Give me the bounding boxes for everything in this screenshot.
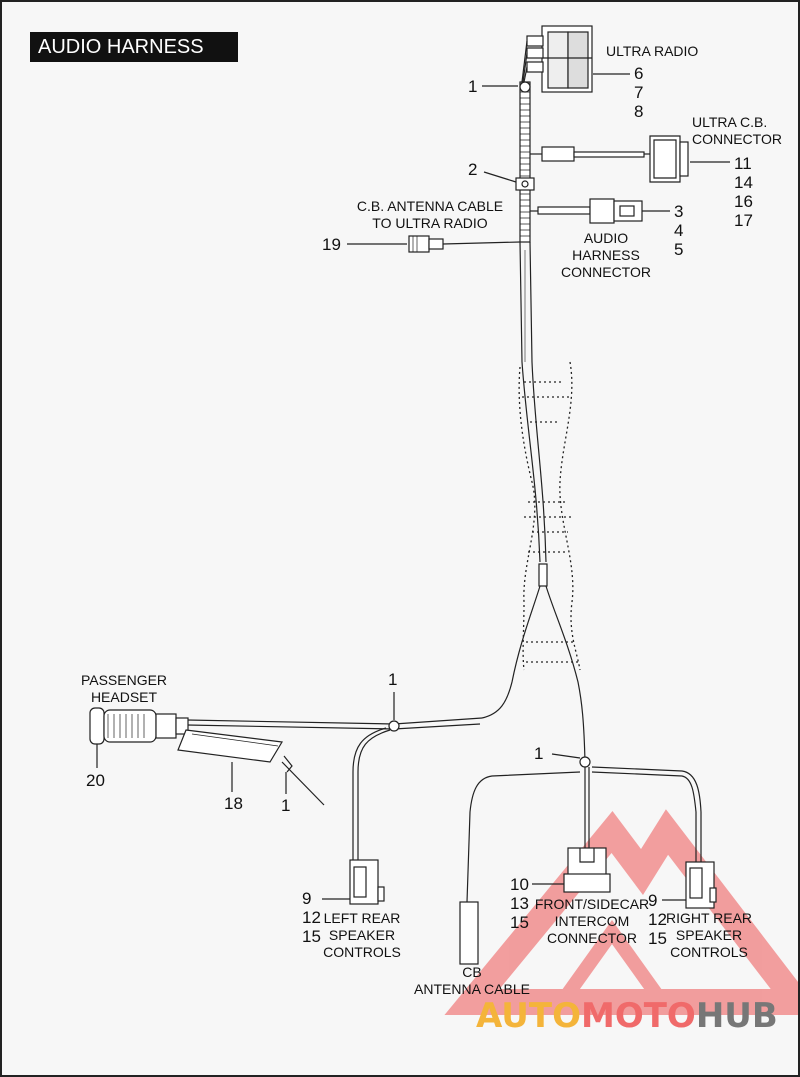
callout-antenna-plug: 19 bbox=[322, 235, 341, 254]
callout-headset-ref: 20 bbox=[86, 771, 105, 790]
label-ultra-radio: ULTRA RADIO bbox=[606, 43, 699, 59]
diagram-title: AUDIO HARNESS bbox=[30, 32, 238, 62]
audio-harness-connector bbox=[530, 198, 670, 224]
fairing-outline bbox=[518, 361, 581, 671]
callout-nut: 2 bbox=[468, 160, 478, 179]
callout-clip-right: 1 bbox=[534, 744, 544, 763]
antenna-plug bbox=[347, 235, 521, 253]
left-branch bbox=[89, 692, 483, 905]
label-ultra-cb-connector: ULTRA C.B.CONNECTOR bbox=[692, 114, 782, 147]
callout-clip-left: 1 bbox=[388, 670, 398, 689]
main-trunk-middle bbox=[481, 361, 586, 763]
callout-clip-boot: 1 bbox=[281, 796, 291, 815]
callout-boot-ref: 18 bbox=[224, 794, 243, 813]
ultra-radio-connector bbox=[521, 25, 630, 93]
ultra-cb-connector bbox=[530, 135, 730, 183]
watermark-logo: AUTOMOTOHUB bbox=[476, 996, 778, 1036]
main-trunk-upper bbox=[482, 81, 535, 363]
callout-clip-top: 1 bbox=[468, 77, 478, 96]
right-branch bbox=[459, 753, 717, 965]
